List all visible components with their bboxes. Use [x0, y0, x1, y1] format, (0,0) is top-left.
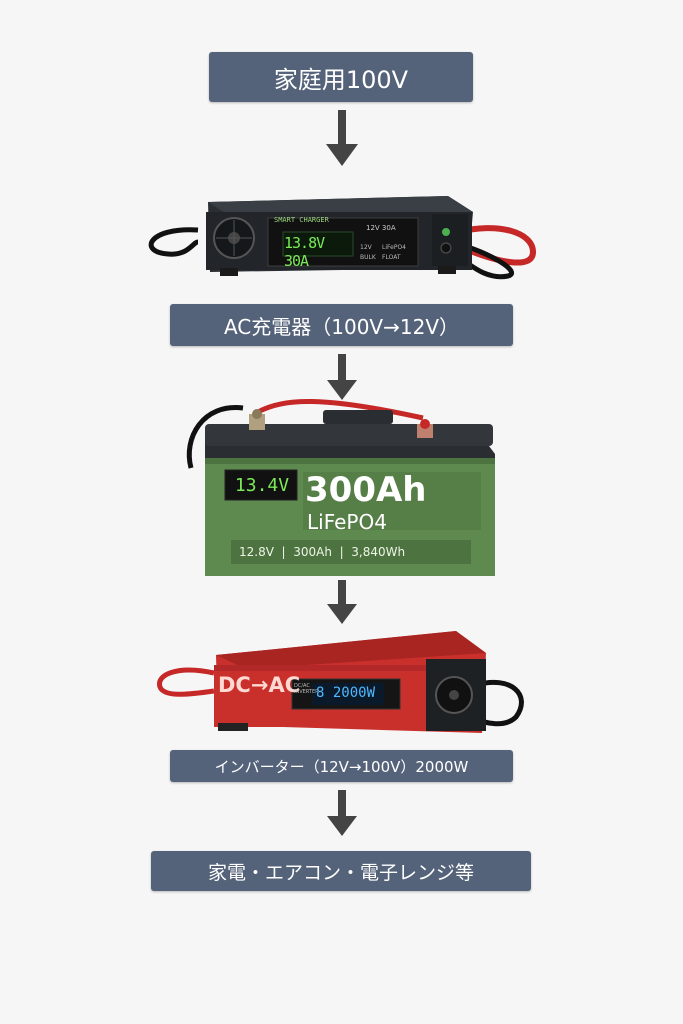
inverter-side-text: DC/AC INVERTER [294, 683, 319, 695]
battery-capacity: 300Ah [305, 470, 427, 510]
battery-specs: 12.8V | 300Ah | 3,840Wh [239, 545, 406, 559]
lifepo4-battery-image: 13.4V 300Ah LiFePO4 12.8V | 300Ah | 3,84… [183, 398, 503, 583]
battery-chemistry: LiFePO4 [307, 510, 387, 534]
charger-mode-1: 12V [360, 244, 372, 251]
down-arrow-icon [327, 580, 357, 624]
charger-mode-4: FLOAT [382, 254, 401, 261]
charger-display: 13.8V 30A [284, 234, 325, 270]
inverter-image: DC→AC DC/AC INVERTER 8 2000W [156, 625, 532, 745]
down-arrow-icon [326, 110, 358, 166]
inverter-display: 8 2000W [316, 685, 376, 701]
step-label-inverter: インバーター（12V→100V）2000W [170, 750, 513, 782]
inverter-title: DC→AC [218, 673, 301, 697]
charger-mode-2: LiFePO4 [382, 244, 406, 251]
charger-mode-3: BULK [360, 254, 376, 261]
charger-badge-text: 12V 30A [366, 224, 396, 232]
step-label-appliances: 家電・エアコン・電子レンジ等 [151, 851, 531, 891]
step-label-home-100v: 家庭用100V [209, 52, 473, 102]
step-label-ac-charger: AC充電器（100V→12V） [170, 304, 513, 346]
down-arrow-icon [327, 790, 357, 836]
ac-charger-image: SMART CHARGER 12V 30A 13.8V 30A 12V LiFe… [138, 172, 538, 282]
battery-display: 13.4V [234, 475, 290, 496]
charger-brand-text: SMART CHARGER [274, 216, 329, 224]
down-arrow-icon [327, 354, 357, 400]
